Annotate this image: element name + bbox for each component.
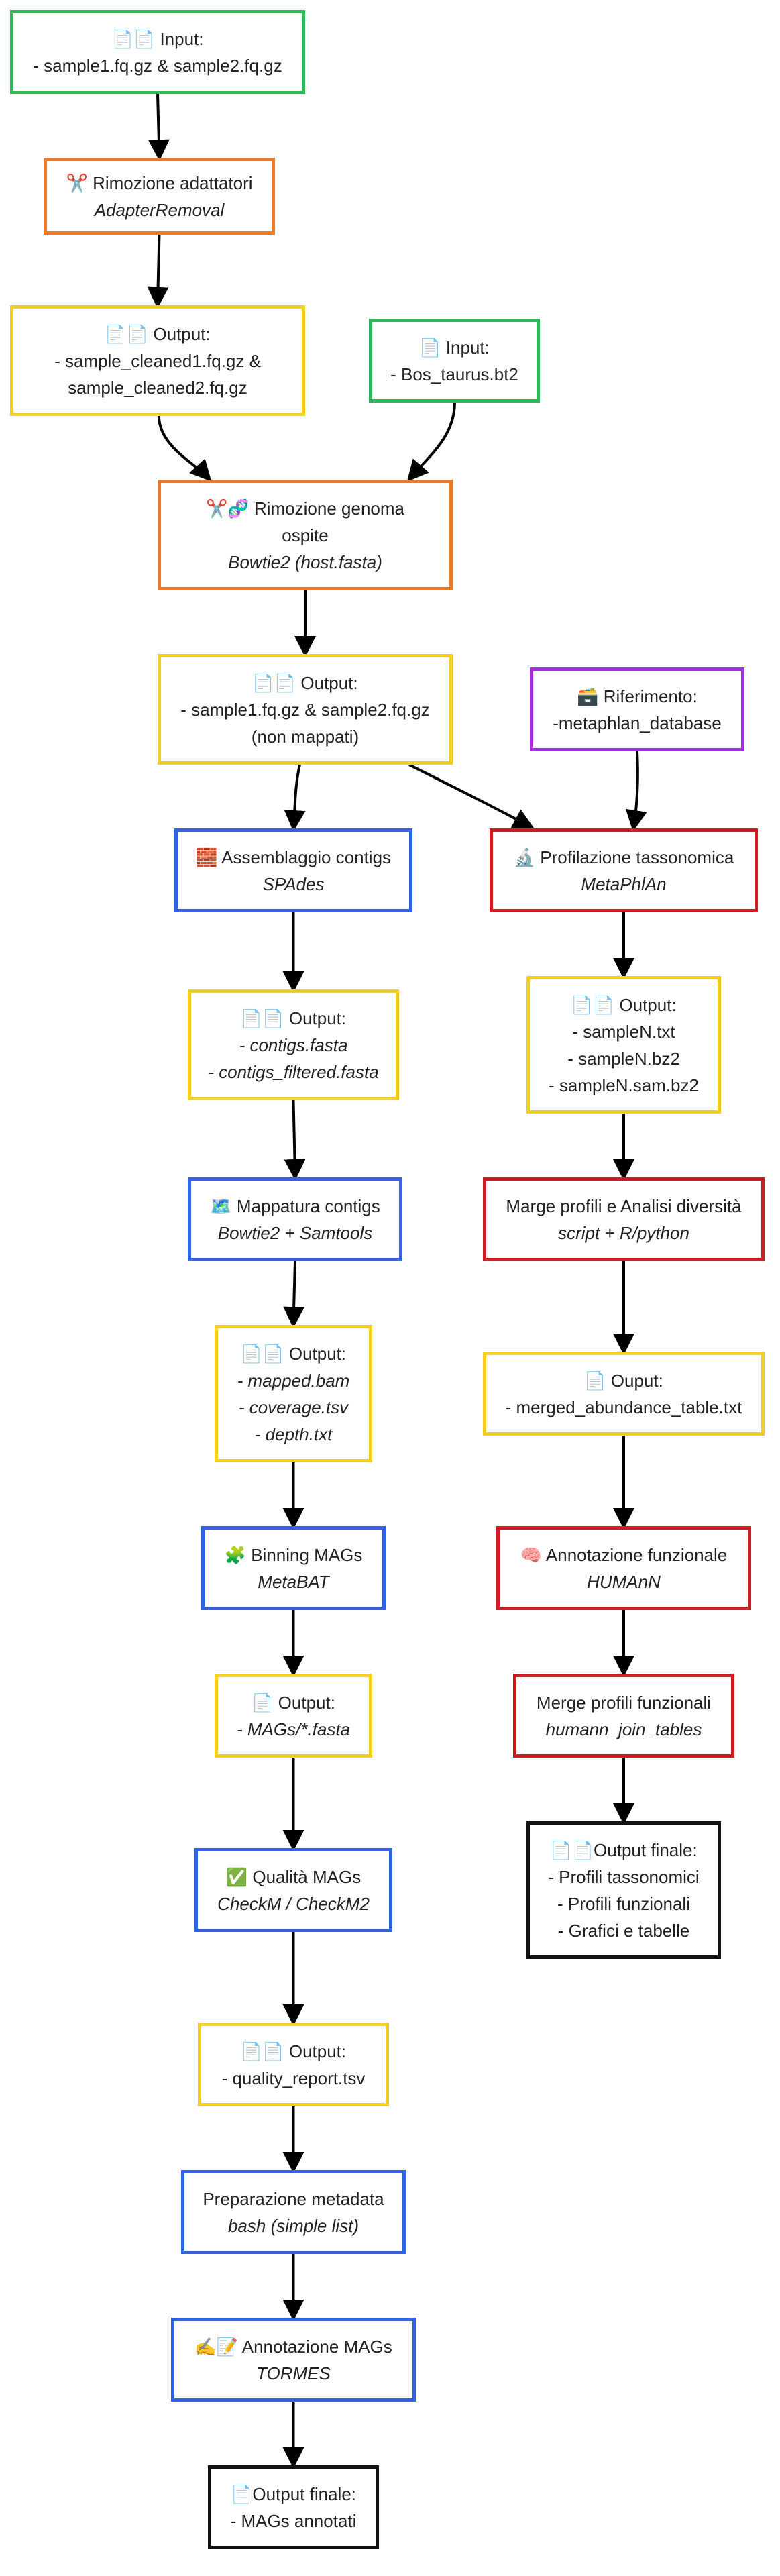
node-ref: 🗃️ Riferimento: -metaphlan_database bbox=[530, 667, 744, 751]
node-line: - sample1.fq.gz & sample2.fq.gz bbox=[33, 55, 282, 76]
node-line: - sampleN.txt bbox=[572, 1021, 675, 1042]
node-line: ✅ Qualità MAGs bbox=[225, 1866, 361, 1887]
edge-mapping-to-out_mapped bbox=[283, 1260, 305, 1328]
node-line: - MAGs annotati bbox=[230, 2510, 357, 2531]
node-line: TORMES bbox=[256, 2363, 331, 2383]
node-out-unmapped: 📄📄 Output: - sample1.fq.gz & sample2.fq.g… bbox=[158, 654, 453, 765]
node-line: bash (simple list) bbox=[227, 2215, 359, 2236]
node-line: - Bos_taurus.bt2 bbox=[390, 364, 518, 384]
node-out-sample: 📄📄 Output: - sampleN.txt - sampleN.bz2 - sa… bbox=[526, 976, 721, 1114]
node-line: - merged_abundance_table.txt bbox=[505, 1397, 742, 1417]
node-line: - depth.txt bbox=[254, 1424, 333, 1444]
node-line: 🔬 Profilazione tassonomica bbox=[513, 847, 734, 867]
node-line: HUMAnN bbox=[587, 1571, 661, 1592]
node-line: 🧠 Annotazione funzionale bbox=[520, 1544, 728, 1565]
node-line: CheckM / CheckM2 bbox=[217, 1893, 370, 1914]
node-line: MetaBAT bbox=[258, 1571, 329, 1592]
node-input1: 📄📄 Input: - sample1.fq.gz & sample2.fq.gz bbox=[10, 10, 305, 94]
node-line: 🗃️ Riferimento: bbox=[577, 686, 698, 706]
node-line: - sample_cleaned1.fq.gz & bbox=[54, 350, 261, 371]
node-line: - mapped.bam bbox=[237, 1370, 350, 1391]
node-line: - Grafici e tabelle bbox=[557, 1920, 690, 1941]
node-line: script + R/python bbox=[558, 1222, 689, 1243]
node-line: 📄 Output: bbox=[252, 1692, 335, 1713]
node-line: Marge profili e Analisi diversità bbox=[506, 1195, 742, 1216]
node-line: - quality_report.tsv bbox=[221, 2068, 366, 2088]
node-line: 📄📄 Output: bbox=[571, 994, 677, 1015]
node-line: 📄Output finale: bbox=[230, 2483, 357, 2504]
node-line: Bowtie2 + Samtools bbox=[217, 1222, 373, 1243]
node-line: 📄📄Output finale: bbox=[550, 1839, 698, 1860]
edge-input1-to-adapter bbox=[148, 93, 170, 161]
node-final-left: 📄Output finale: - MAGs annotati bbox=[208, 2465, 379, 2549]
node-final-right: 📄📄Output finale: - Profili tassonomici - P… bbox=[526, 1821, 721, 1959]
node-line: 🧱 Assemblaggio contigs bbox=[195, 847, 392, 867]
edge-adapter-to-out_cleaned bbox=[147, 234, 169, 309]
edge-out_contigs-to-mapping bbox=[284, 1099, 306, 1181]
node-out-merged: 📄 Ouput: - merged_abundance_table.txt bbox=[483, 1352, 765, 1436]
node-line: 📄 Ouput: bbox=[584, 1370, 663, 1391]
node-line: - sampleN.sam.bz2 bbox=[549, 1075, 699, 1095]
node-line: 📄📄 Output: bbox=[240, 2041, 347, 2061]
node-line: -metaphlan_database bbox=[553, 712, 722, 733]
node-out-mapped: 📄📄 Output: - mapped.bam - coverage.tsv - de… bbox=[215, 1325, 372, 1462]
node-out-contigs: 📄📄 Output: - contigs.fasta - contigs_filte… bbox=[188, 989, 399, 1100]
node-line: - sample1.fq.gz & sample2.fq.gz bbox=[180, 699, 430, 720]
node-out-quality: 📄📄 Output: - quality_report.tsv bbox=[198, 2023, 389, 2106]
node-line: 🧩 Binning MAGs bbox=[224, 1544, 363, 1565]
node-line: - Profili funzionali bbox=[557, 1893, 690, 1914]
node-line: - coverage.tsv bbox=[238, 1397, 349, 1417]
edge-out_unmapped-to-profiling bbox=[408, 763, 535, 829]
node-line: Bowtie2 (host.fasta) bbox=[228, 551, 382, 572]
node-line: 📄📄 Input: bbox=[111, 28, 204, 49]
node-line: Merge profili funzionali bbox=[536, 1692, 712, 1713]
node-merge-func: Merge profili funzionali humann_join_tabl… bbox=[513, 1674, 734, 1758]
node-line: 📄📄 Output: bbox=[252, 672, 358, 693]
node-line: 📄 Input: bbox=[419, 337, 490, 358]
node-line: - sampleN.bz2 bbox=[567, 1048, 680, 1069]
node-line: ospite bbox=[282, 525, 329, 545]
node-line: - contigs.fasta bbox=[239, 1034, 348, 1055]
node-out-cleaned: 📄📄 Output: - sample_cleaned1.fq.gz & sampl… bbox=[10, 305, 305, 416]
node-line: 📄📄 Output: bbox=[240, 1008, 347, 1028]
node-merge-div: Marge profili e Analisi diversità script … bbox=[483, 1177, 765, 1261]
node-metadata: Preparazione metadata bash (simple list) bbox=[181, 2170, 406, 2254]
node-line: 📄📄 Output: bbox=[105, 323, 211, 344]
node-line: SPAdes bbox=[262, 873, 325, 894]
node-line: MetaPhlAn bbox=[581, 873, 667, 894]
node-line: humann_join_tables bbox=[545, 1719, 702, 1739]
node-line: - contigs_filtered.fasta bbox=[208, 1061, 379, 1082]
node-line: - MAGs/*.fasta bbox=[236, 1719, 351, 1739]
node-line: Preparazione metadata bbox=[203, 2188, 384, 2209]
edge-out_cleaned-to-host bbox=[158, 415, 212, 482]
edge-input_host-to-host bbox=[406, 402, 456, 482]
node-line: 🗺️ Mappatura contigs bbox=[210, 1195, 380, 1216]
node-line: - Profili tassonomici bbox=[548, 1866, 700, 1887]
edge-ref-to-profiling bbox=[625, 751, 647, 832]
edge-out_unmapped-to-assembly bbox=[284, 764, 306, 832]
node-out-mags: 📄 Output: - MAGs/*.fasta bbox=[215, 1674, 372, 1758]
node-input-host: 📄 Input: - Bos_taurus.bt2 bbox=[369, 319, 540, 402]
node-line: ✂️ Rimozione adattatori bbox=[66, 172, 253, 193]
node-line: (non mappati) bbox=[251, 726, 359, 747]
node-line: ✍️📝 Annotazione MAGs bbox=[194, 2336, 392, 2357]
node-line: ✂️🧬 Rimozione genoma bbox=[206, 498, 404, 519]
node-line: 📄📄 Output: bbox=[240, 1343, 347, 1364]
node-line: sample_cleaned2.fq.gz bbox=[68, 377, 247, 398]
node-line: AdapterRemoval bbox=[94, 199, 225, 220]
